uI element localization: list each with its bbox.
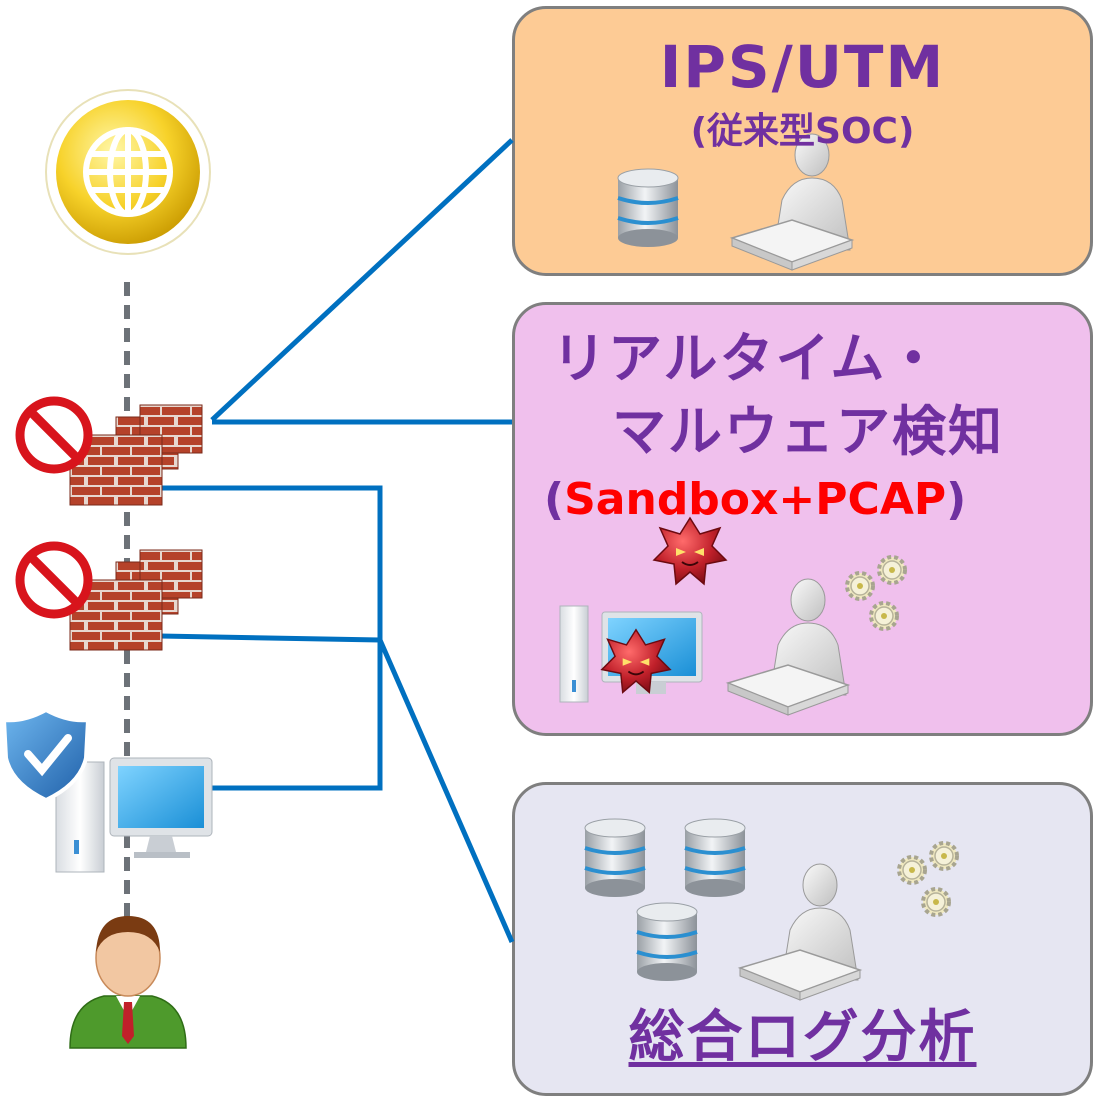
database-icon: [683, 817, 747, 899]
database-icon: [583, 817, 647, 899]
gears-icon: [897, 841, 959, 917]
malware-icon: [653, 517, 727, 585]
realtime-sandbox-label: (Sandbox+PCAP): [544, 478, 966, 522]
gears-icon: [845, 555, 907, 631]
user-icon: [69, 916, 187, 1049]
open-paren: (: [544, 474, 565, 525]
database-icon: [616, 167, 680, 249]
globe-icon: [45, 89, 211, 255]
realtime-title-line2: マルウェア検知: [612, 400, 1004, 463]
analyst-icon: [739, 863, 861, 1001]
sandbox-pcap-text: Sandbox+PCAP: [564, 474, 947, 525]
close-paren: ): [946, 474, 967, 525]
realtime-title-line1: リアルタイム・: [552, 327, 943, 390]
database-icon: [635, 901, 699, 983]
ips-utm-title: IPS/UTM: [659, 33, 946, 101]
analyst-icon: [731, 133, 853, 271]
ips-utm-subtitle: (従来型SOC): [690, 111, 915, 152]
shield-icon: [1, 707, 91, 803]
connector-lines: [150, 138, 515, 944]
analyst-icon: [727, 578, 849, 716]
log-analysis-title: 総合ログ分析: [628, 1005, 977, 1070]
